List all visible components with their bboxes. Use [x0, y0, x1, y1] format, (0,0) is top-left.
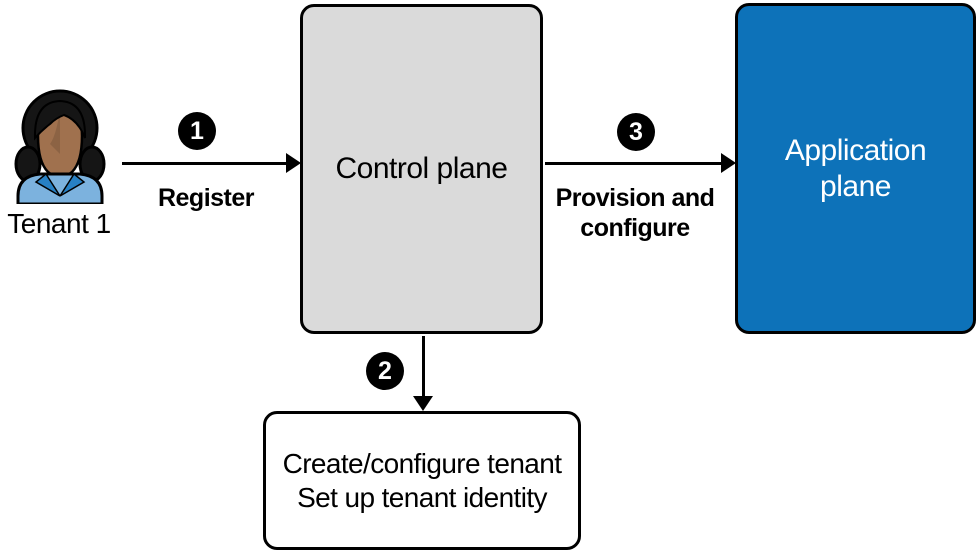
register-label: Register	[157, 184, 255, 212]
avatar-collar-right	[59, 172, 86, 197]
avatar-bangs	[33, 99, 87, 141]
tenant-setup-node: Create/configure tenant Set up tenant id…	[263, 411, 581, 550]
actor-label: Tenant 1	[7, 208, 111, 239]
register-arrowhead-icon	[286, 153, 301, 173]
create-arrowhead-icon	[413, 396, 433, 411]
avatar-face-shadow	[50, 110, 60, 154]
control-plane-label: Control plane	[335, 152, 508, 185]
provision-label-line1: Provision and	[555, 184, 715, 212]
create-arrow-line	[422, 336, 425, 397]
control-plane-node: Control plane	[300, 4, 543, 334]
tenant-setup-label-line1: Create/configure tenant	[282, 448, 562, 480]
application-plane-label-line1: Application	[784, 134, 927, 168]
tenant-avatar-icon	[14, 89, 106, 204]
step-3-badge: 3	[617, 113, 655, 151]
step-2-badge: 2	[366, 352, 404, 390]
avatar-shirt	[16, 172, 104, 204]
provision-label: Provision and configure	[540, 183, 730, 243]
application-plane-label-line2: plane	[820, 169, 891, 203]
provision-arrow-line	[545, 162, 722, 165]
application-plane-node: Application plane	[735, 3, 976, 334]
provision-label-line2: configure	[580, 214, 690, 242]
step-1-badge: 1	[178, 112, 216, 150]
tenant-setup-label-line2: Set up tenant identity	[297, 481, 547, 513]
register-arrow-line	[122, 162, 287, 165]
provision-arrowhead-icon	[721, 153, 736, 173]
avatar-collar-left	[34, 172, 61, 197]
